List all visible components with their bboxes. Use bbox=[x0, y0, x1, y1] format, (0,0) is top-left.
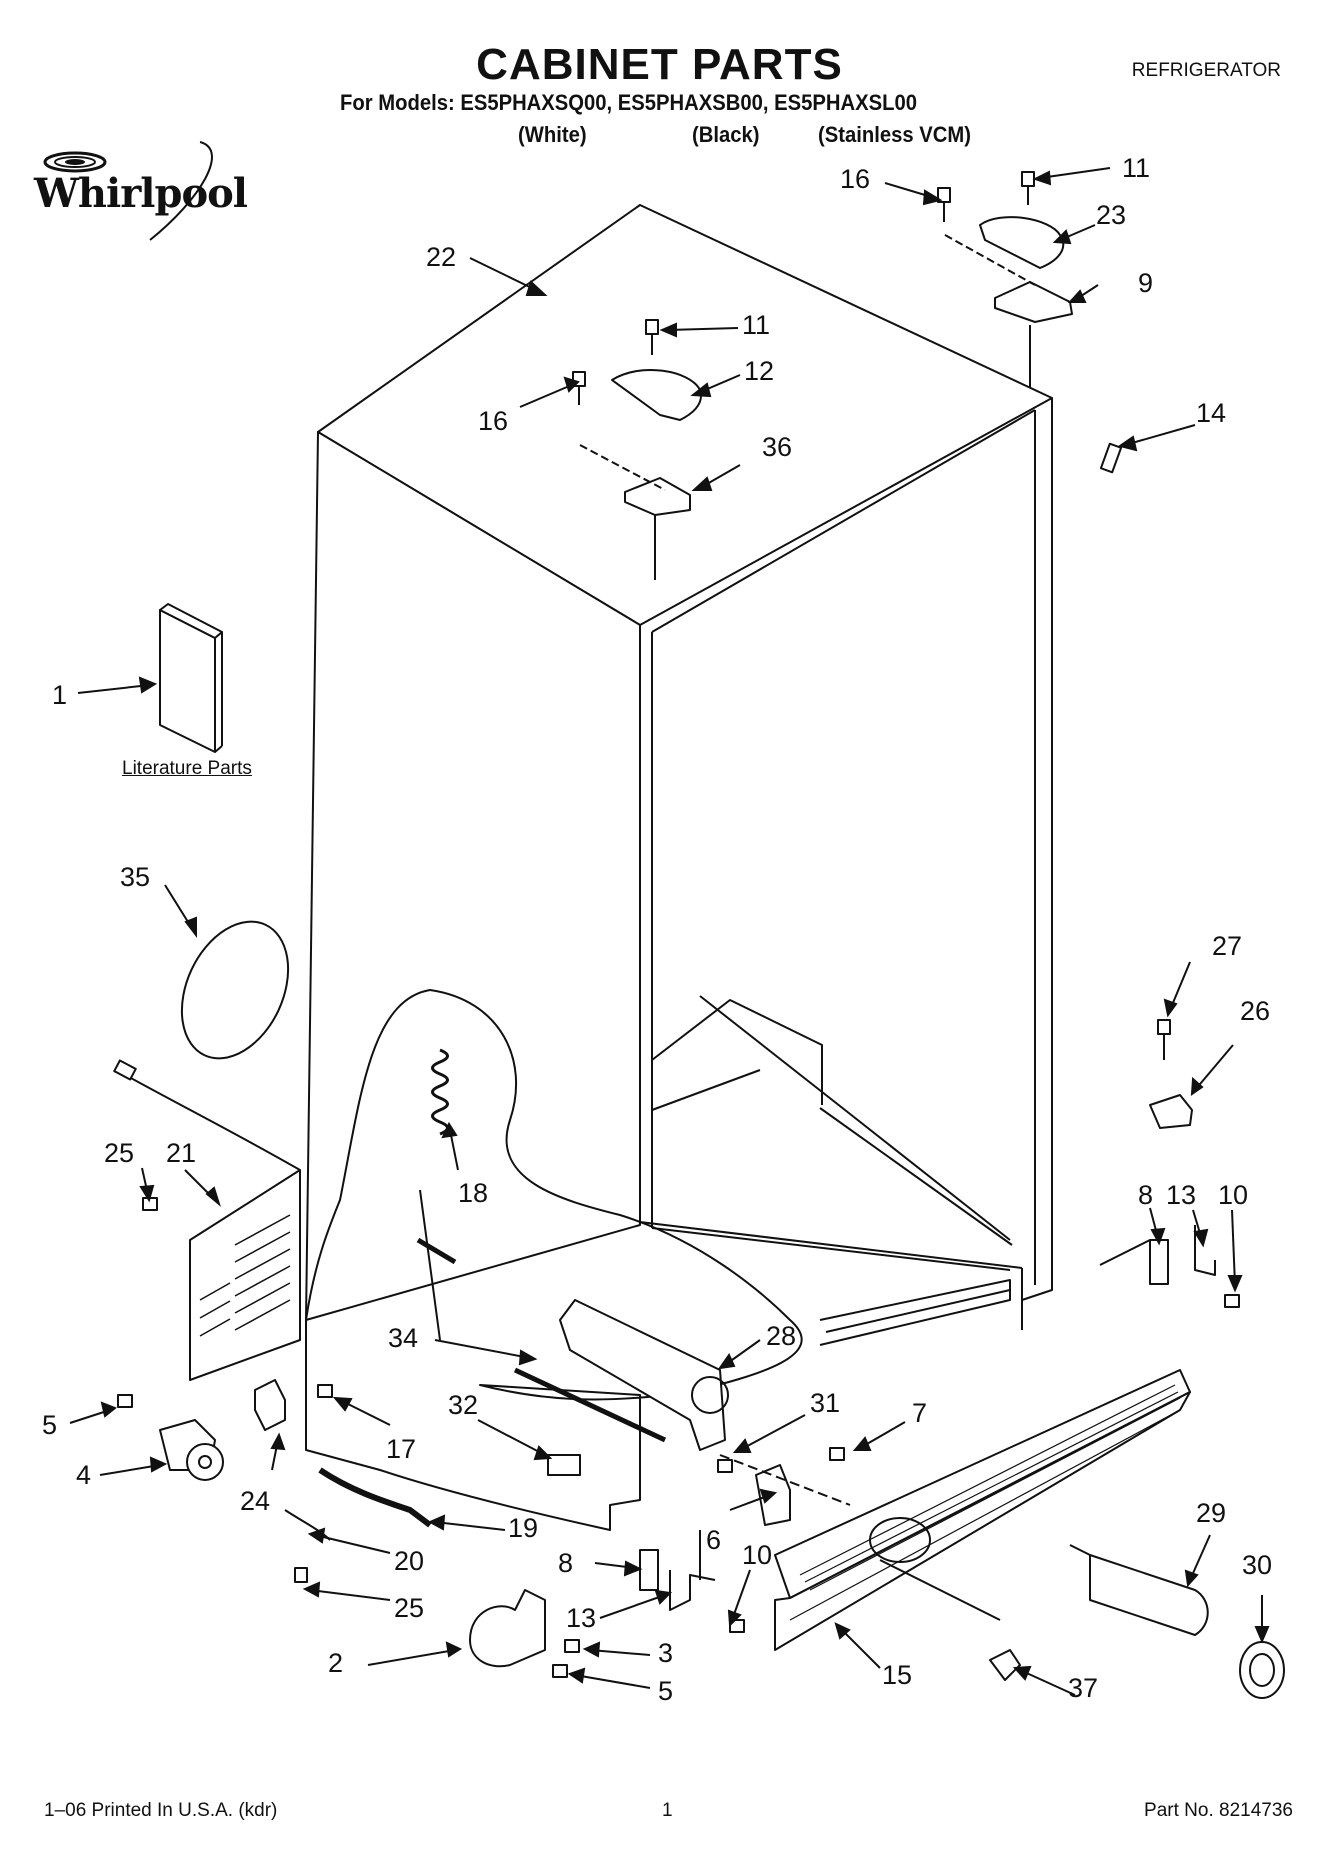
hinge-left bbox=[624, 477, 691, 516]
door-stop bbox=[1099, 442, 1123, 474]
callout: 16 bbox=[478, 406, 509, 436]
callout: 31 bbox=[810, 1388, 841, 1418]
callout: 19 bbox=[508, 1513, 539, 1543]
filter-cap bbox=[1239, 1641, 1285, 1699]
cabinet-left-side bbox=[305, 431, 641, 1321]
literature-parts-label: Literature Parts bbox=[122, 758, 252, 779]
print-info: 1–06 Printed In U.S.A. (kdr) bbox=[44, 1800, 278, 1821]
variant-stainless: (Stainless VCM) bbox=[818, 122, 971, 147]
callout: 28 bbox=[766, 1321, 797, 1351]
hinge-plate-right bbox=[1149, 1239, 1169, 1285]
page-title: CABINET PARTS bbox=[476, 40, 843, 89]
callout: 30 bbox=[1242, 1550, 1273, 1580]
power-cord bbox=[180, 920, 290, 1060]
screws bbox=[117, 1197, 1240, 1678]
part-number: Part No. 8214736 bbox=[1144, 1800, 1293, 1821]
clip-32 bbox=[547, 1454, 581, 1476]
cabinet-front-frame bbox=[639, 625, 1023, 1269]
inner-liner bbox=[651, 999, 823, 1105]
callout: 6 bbox=[706, 1525, 722, 1555]
variant-white: (White) bbox=[518, 122, 587, 147]
callout: 25 bbox=[394, 1593, 425, 1623]
callout: 9 bbox=[1138, 268, 1154, 298]
callout: 22 bbox=[426, 242, 457, 272]
callout: 29 bbox=[1196, 1498, 1227, 1528]
callout: 10 bbox=[1218, 1180, 1249, 1210]
callout: 13 bbox=[566, 1603, 597, 1633]
models-line: For Models: ES5PHAXSQ00, ES5PHAXSB00, ES… bbox=[340, 90, 918, 115]
callout: 5 bbox=[42, 1410, 58, 1440]
caster-right bbox=[469, 1589, 546, 1668]
callout: 3 bbox=[658, 1638, 674, 1668]
cabinet-right-side bbox=[1021, 398, 1053, 1330]
callout: 11 bbox=[1122, 153, 1151, 183]
appliance-type: REFRIGERATOR bbox=[1131, 60, 1281, 81]
callout: 11 bbox=[742, 310, 771, 340]
callout: 4 bbox=[76, 1460, 92, 1490]
callout: 18 bbox=[458, 1178, 489, 1208]
callout: 8 bbox=[1138, 1180, 1154, 1210]
callout: 14 bbox=[1196, 398, 1227, 428]
callout: 25 bbox=[104, 1138, 135, 1168]
callout: 12 bbox=[744, 356, 775, 386]
callout: 17 bbox=[386, 1434, 417, 1464]
callout: 37 bbox=[1068, 1673, 1099, 1703]
callout: 7 bbox=[912, 1398, 928, 1428]
callout: 26 bbox=[1240, 996, 1271, 1026]
rear-cutaway bbox=[305, 989, 803, 1531]
hinge-right bbox=[994, 281, 1073, 323]
variant-black: (Black) bbox=[692, 122, 760, 147]
leader-arrows bbox=[69, 167, 1270, 1696]
callout: 23 bbox=[1096, 200, 1127, 230]
callout: 21 bbox=[166, 1138, 197, 1168]
page-number: 1 bbox=[662, 1800, 673, 1821]
assembly-28 bbox=[559, 1299, 726, 1451]
logo-swirl-icon bbox=[43, 141, 213, 241]
callout: 32 bbox=[448, 1390, 479, 1420]
callout: 10 bbox=[742, 1540, 773, 1570]
callout: 8 bbox=[558, 1548, 574, 1578]
part-37 bbox=[989, 1649, 1021, 1681]
bracket-24 bbox=[254, 1379, 286, 1431]
callout: 15 bbox=[882, 1660, 913, 1690]
callout: 27 bbox=[1212, 931, 1243, 961]
callout: 13 bbox=[1166, 1180, 1197, 1210]
callout: 20 bbox=[394, 1546, 425, 1576]
callout: 35 bbox=[120, 862, 151, 892]
callout: 24 bbox=[240, 1486, 271, 1516]
bracket-26 bbox=[1149, 1094, 1193, 1129]
spring bbox=[431, 1048, 449, 1136]
water-filter bbox=[1089, 1554, 1209, 1636]
callout: 2 bbox=[328, 1648, 344, 1678]
callout: 36 bbox=[762, 432, 793, 462]
callout: 1 bbox=[52, 680, 68, 710]
hinge-cover-right bbox=[979, 216, 1065, 269]
water-tube bbox=[318, 1467, 432, 1528]
brand-logo: Whirlpool bbox=[30, 140, 270, 250]
vent-panel bbox=[189, 1169, 301, 1381]
callout: 34 bbox=[388, 1323, 419, 1353]
callout: 5 bbox=[658, 1676, 674, 1706]
brand-wordmark: Whirlpool bbox=[34, 170, 248, 217]
callout: 16 bbox=[840, 164, 871, 194]
